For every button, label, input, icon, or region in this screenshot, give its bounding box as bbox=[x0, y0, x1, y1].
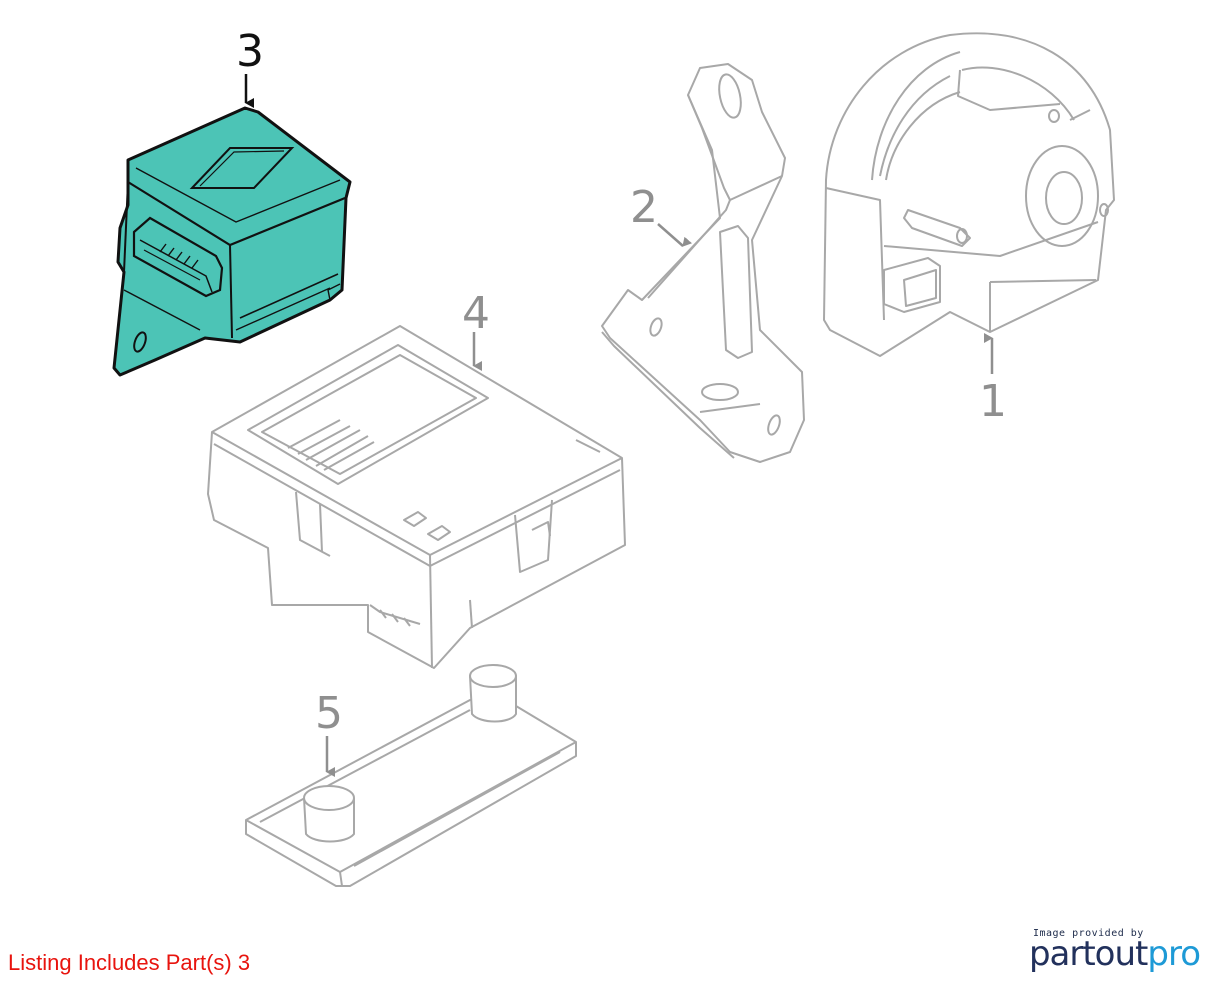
part-4-control-module[interactable] bbox=[207, 325, 626, 669]
image-credit: Image provided by partoutpro bbox=[1028, 928, 1201, 974]
callout-4: 4 bbox=[462, 288, 490, 339]
callout-arrows bbox=[244, 74, 994, 777]
arrow-2 bbox=[657, 223, 693, 247]
part-2-bracket[interactable] bbox=[601, 63, 805, 463]
logo-part-b: pro bbox=[1147, 934, 1201, 974]
callout-5: 5 bbox=[315, 688, 343, 739]
part-1-horn[interactable] bbox=[823, 32, 1115, 357]
logo-part-a: partout bbox=[1028, 934, 1148, 974]
part-3-module[interactable] bbox=[112, 106, 352, 377]
callout-2: 2 bbox=[630, 182, 658, 233]
partoutpro-logo: partoutpro bbox=[1028, 934, 1201, 974]
callout-1: 1 bbox=[979, 376, 1007, 427]
part-5-plate[interactable] bbox=[245, 664, 577, 887]
callout-3: 3 bbox=[236, 26, 264, 77]
credit-caption: Image provided by bbox=[1032, 928, 1144, 939]
listing-includes-text: Listing Includes Part(s) 3 bbox=[8, 950, 251, 975]
